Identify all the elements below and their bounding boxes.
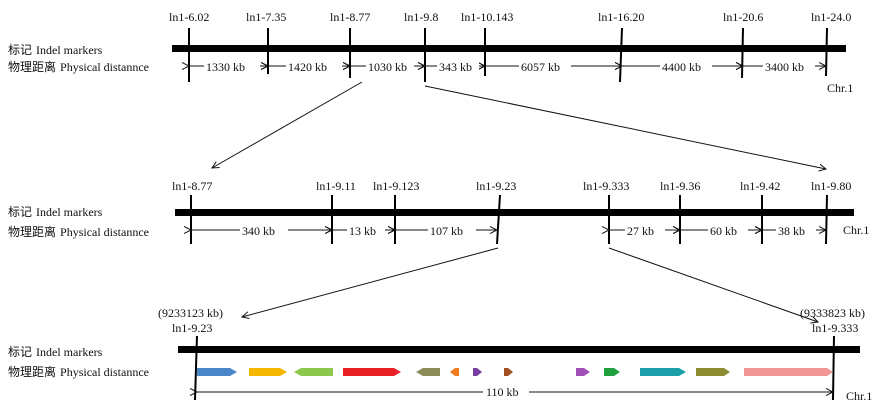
p2-chromosome-bar [175, 209, 854, 216]
p2-dist-0: 340 kb [242, 224, 275, 238]
gene-11 [640, 368, 686, 376]
p1-row-label-en: Indel markers [36, 43, 103, 57]
p1-marker-0: ln1-6.02 [169, 10, 209, 24]
gene-6 [450, 368, 459, 376]
gene-12 [696, 368, 730, 376]
p3-right-coord: (9333823 kb) [800, 306, 865, 320]
p1-dist-5: 4400 kb [662, 60, 701, 74]
p2-marker-5: ln1-9.36 [660, 179, 700, 193]
p2-dist-4: 60 kb [710, 224, 737, 238]
p1-dist-label-en: Physical distannce [60, 60, 149, 74]
gene-8 [504, 368, 513, 376]
p1-dist-3: 343 kb [439, 60, 472, 74]
gene-4 [343, 368, 401, 376]
gene-2 [249, 368, 287, 376]
p1-row-label: 标记 Indel markers [8, 43, 103, 57]
gene-1 [197, 368, 237, 376]
p3-row-label-cn: 标记 [8, 345, 32, 359]
p3-left-coord: (9233123 kb) [158, 306, 223, 320]
p3-left-marker: ln1-9.23 [172, 321, 212, 335]
p3-dist-label-en: Physical distannce [60, 365, 149, 379]
p3-row-label: 标记 Indel markers [8, 345, 103, 359]
p1-dist-0: 1330 kb [206, 60, 245, 74]
gene-7 [473, 368, 482, 376]
p2-dist-5: 38 kb [778, 224, 805, 238]
p1-marker-2: ln1-8.77 [330, 10, 370, 24]
p1-marker-1: ln1-7.35 [246, 10, 286, 24]
p3-chr-label: Chr.1 [846, 389, 872, 403]
p1-marker-3: ln1-9.8 [404, 10, 438, 24]
p2-marker-6: ln1-9.42 [740, 179, 780, 193]
p2-row-label-cn: 标记 [8, 205, 32, 219]
p1-marker-4: ln1-10.143 [461, 10, 513, 24]
p2-marker-3: ln1-9.23 [476, 179, 516, 193]
zoom-arrow-right-1 [424, 85, 826, 169]
p3-genes [197, 368, 833, 376]
p1-chr-label: Chr.1 [827, 81, 853, 95]
p2-dist-2: 107 kb [430, 224, 463, 238]
p3-right-marker: ln1-9.333 [812, 321, 858, 335]
p1-marker-6: ln1-20.6 [723, 10, 763, 24]
p1-dist-6: 3400 kb [765, 60, 804, 74]
gene-13 [744, 368, 833, 376]
p1-dist-2: 1030 kb [368, 60, 407, 74]
p1-marker-7: ln1-24.0 [811, 10, 851, 24]
zoom-arrow-right-2 [608, 247, 818, 322]
p2-marker-ticks [190, 194, 828, 245]
p2-marker-1: ln1-9.11 [316, 179, 356, 193]
p3-dist-label-cn: 物理距离 [8, 364, 56, 379]
p2-dist-label-en: Physical distannce [60, 225, 149, 239]
p2-dist-3: 27 kb [627, 224, 654, 238]
p2-chr-label: Chr.1 [843, 223, 869, 237]
p2-dist-label-cn: 物理距离 [8, 224, 56, 239]
p1-dist-label-cn: 物理距离 [8, 59, 56, 74]
p1-dist-label: 物理距离 Physical distannce [8, 59, 149, 74]
gene-5 [416, 368, 440, 376]
p2-dist-1: 13 kb [349, 224, 376, 238]
p3-dist: 110 kb [486, 385, 519, 399]
p2-row-label: 标记 Indel markers [8, 205, 103, 219]
p3-dist-label: 物理距离 Physical distannce [8, 364, 149, 379]
p2-marker-4: ln1-9.333 [583, 179, 629, 193]
p1-dist-4: 6057 kb [521, 60, 560, 74]
gene-9 [576, 368, 590, 376]
p1-marker-ticks [188, 27, 828, 83]
p3-row-label-en: Indel markers [36, 345, 103, 359]
p2-marker-0: ln1-8.77 [172, 179, 212, 193]
zoom-arrow-left-2 [242, 247, 499, 317]
p1-dist-1: 1420 kb [288, 60, 327, 74]
p1-marker-5: ln1-16.20 [598, 10, 644, 24]
p3-chromosome-bar [178, 346, 860, 353]
p1-row-label-cn: 标记 [8, 43, 32, 57]
gene-10 [604, 368, 620, 376]
p2-marker-2: ln1-9.123 [373, 179, 419, 193]
p1-chromosome-bar [172, 45, 846, 52]
p2-dist-label: 物理距离 Physical distannce [8, 224, 149, 239]
p2-marker-7: ln1-9.80 [811, 179, 851, 193]
p2-row-label-en: Indel markers [36, 205, 103, 219]
zoom-arrow-left-1 [212, 81, 363, 168]
gene-3 [294, 368, 333, 376]
